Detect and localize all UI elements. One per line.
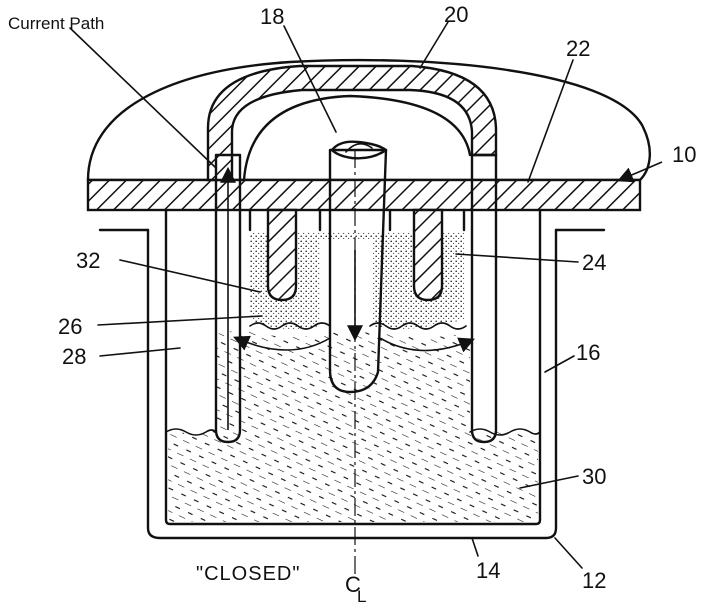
rod-18 [328, 148, 388, 394]
electrode-left [214, 153, 242, 444]
baffle-left [266, 208, 298, 302]
electrode-right [470, 153, 498, 444]
label-22: 22 [566, 36, 590, 61]
container-wall [146, 228, 558, 540]
label-26: 26 [58, 314, 82, 339]
label-32: 32 [76, 248, 100, 273]
label-centerline: C [345, 572, 361, 597]
label-12: 12 [582, 568, 606, 593]
baffle-right [412, 208, 444, 302]
arch-20 [206, 64, 498, 182]
label-30: 30 [582, 464, 606, 489]
label-16: 16 [576, 340, 600, 365]
label-20: 20 [444, 2, 468, 27]
cover-plate-22 [86, 178, 642, 212]
label-24: 24 [582, 250, 606, 275]
label-current-path: Current Path [8, 14, 104, 33]
label-14: 14 [476, 558, 500, 583]
container-inner-wall [164, 206, 542, 526]
cap-dome [86, 58, 651, 182]
label-28: 28 [62, 344, 86, 369]
label-state: "CLOSED" [196, 563, 300, 585]
label-centerline-sub: L [357, 587, 366, 606]
label-10: 10 [672, 142, 696, 167]
liquid-30 [168, 331, 538, 522]
label-18: 18 [260, 4, 284, 29]
